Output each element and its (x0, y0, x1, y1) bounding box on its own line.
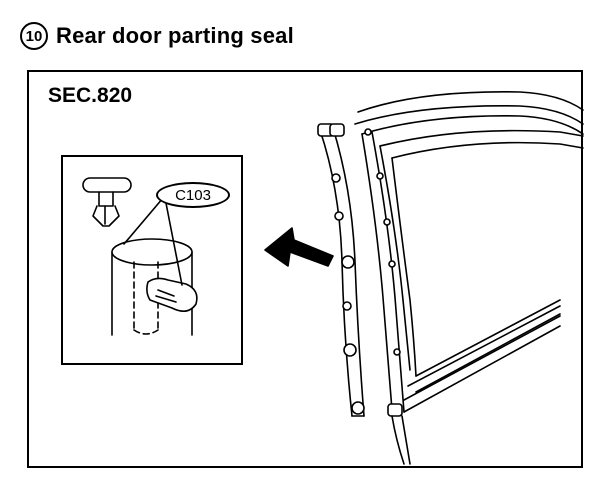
section-label: SEC.820 (48, 84, 133, 107)
arrow-left-icon (264, 227, 334, 267)
step-number-badge: 10 (20, 22, 48, 50)
diagram-frame (27, 70, 583, 468)
figure-title: 10 Rear door parting seal (20, 22, 294, 50)
title-text: Rear door parting seal (56, 23, 294, 48)
callout-c103: C103 (156, 182, 230, 208)
clip-icon (82, 177, 132, 227)
